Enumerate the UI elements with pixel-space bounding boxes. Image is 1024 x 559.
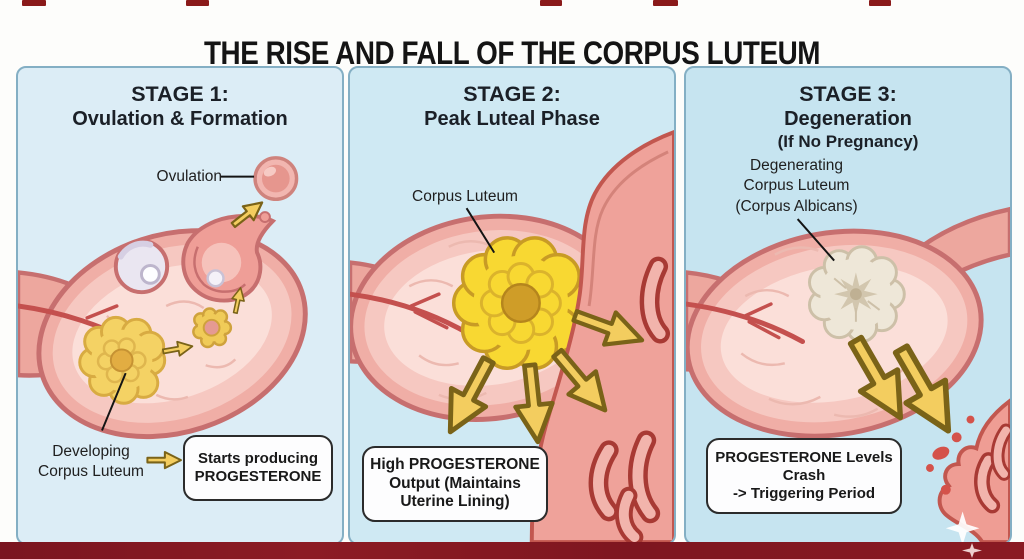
stage1-header: STAGE 1: Ovulation & Formation: [18, 82, 342, 131]
corpus-luteum-pointer-line: [465, 207, 496, 254]
developing-corpus-luteum-shape: [78, 315, 167, 405]
ovary-illustration: [36, 228, 308, 440]
sparkle-icon: [945, 511, 980, 543]
stage3-header: STAGE 3: Degeneration (If No Pregnancy): [686, 82, 1010, 152]
menstrual-shedding-illustration: [926, 398, 1010, 543]
brand-emblem-icon: [962, 543, 982, 558]
albicans-pointer-line: [796, 218, 835, 262]
ovary-vessels: [350, 291, 472, 337]
stage2-subtitle: Peak Luteal Phase: [424, 107, 600, 130]
stage1-callout-box: Starts producing PROGESTERONE: [183, 435, 333, 501]
stage3-illustration: [686, 206, 1010, 543]
stage2-header: STAGE 2: Peak Luteal Phase: [350, 82, 674, 131]
stage1-illustration: [18, 156, 308, 470]
blood-droplets: [926, 415, 975, 495]
ruptured-follicle-shape: [181, 211, 277, 303]
stage2-title: STAGE 2:: [463, 82, 561, 106]
red-dash: [22, 0, 46, 6]
egg-icon: [253, 156, 299, 202]
developing-corpus-luteum-label: Developing Corpus Luteum: [38, 443, 144, 481]
stage3-subtitle: Degeneration: [784, 107, 912, 130]
panel-stage-1: STAGE 1: Ovulation & Formation Ovulation…: [16, 66, 344, 545]
red-dash: [540, 0, 562, 6]
stage3-callout-box: PROGESTERONE Levels Crash -> Triggering …: [706, 438, 902, 514]
red-dash: [653, 0, 678, 6]
stage1-subtitle: Ovulation & Formation: [72, 107, 288, 130]
degenerating-corpus-luteum-label: Degenerating Corpus Luteum (Corpus Albic…: [735, 157, 858, 215]
follicle-shape: [113, 238, 170, 295]
stage2-illustration: [350, 130, 674, 543]
stage3-title: STAGE 3:: [799, 82, 897, 106]
developing-cl-pointer-line: [101, 372, 127, 431]
ovary-vessels: [686, 301, 806, 345]
stage3-note: (If No Pregnancy): [777, 131, 919, 151]
corpus-albicans-shape: [807, 245, 906, 344]
bottom-red-bar: [0, 542, 1024, 559]
red-dash: [186, 0, 209, 6]
ovulation-label: Ovulation: [156, 168, 222, 185]
page-title: THE RISE AND FALL OF THE CORPUS LUTEUM: [203, 35, 821, 72]
stage2-callout-box: High PROGESTERONE Output (Maintains Uter…: [362, 446, 548, 522]
stage1-title: STAGE 1:: [131, 82, 229, 106]
panel-stage-3: STAGE 3: Degeneration (If No Pregnancy) …: [684, 66, 1012, 545]
red-dash: [869, 0, 891, 6]
corpus-luteum-label: Corpus Luteum: [412, 188, 518, 205]
small-corpus-luteum-shape: [192, 307, 233, 349]
panel-stage-2: STAGE 2: Peak Luteal Phase Corpus Luteum…: [348, 66, 676, 545]
